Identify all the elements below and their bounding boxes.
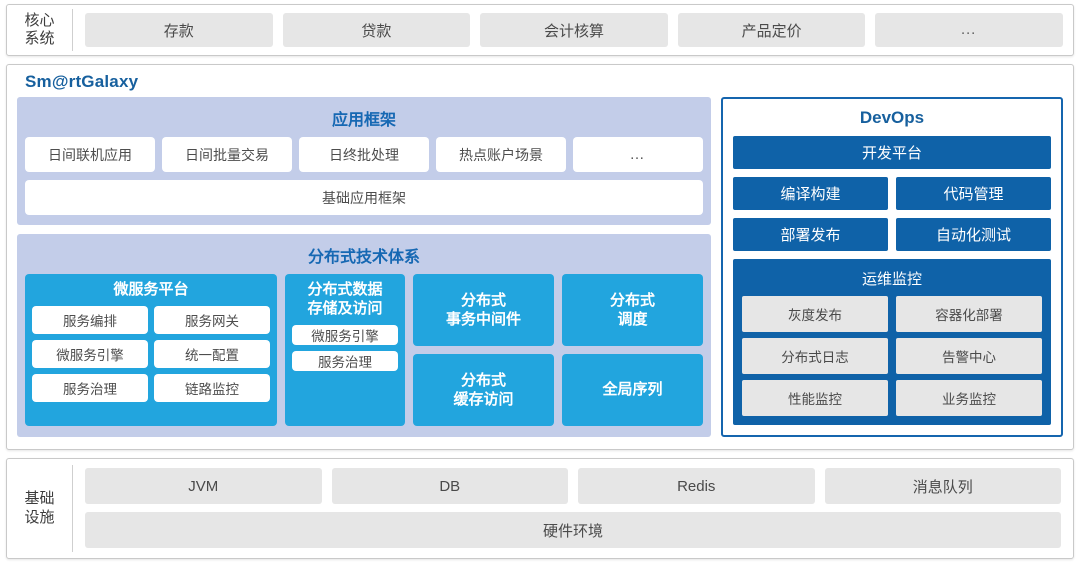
application-framework-panel: 应用框架 日间联机应用 日间批量交易 日终批处理 热点账户场景 … 基础应用框架: [17, 97, 711, 225]
ops-monitoring-row: 分布式日志 告警中心: [742, 338, 1042, 374]
core-system-item-accounting[interactable]: 会计核算: [480, 13, 668, 47]
microservice-platform-items: 服务编排 服务网关 微服务引擎 统一配置 服务治理 链路监控: [25, 305, 277, 409]
devops-column: DevOps 开发平台 编译构建 代码管理 部署发布 自动化测试 运维监控: [721, 97, 1063, 437]
tile-transaction-line1: 分布式: [460, 291, 506, 309]
microservice-platform-card[interactable]: 微服务平台 服务编排 服务网关 微服务引擎 统一配置: [25, 274, 277, 426]
micro-item-microservice-engine[interactable]: 微服务引擎: [32, 339, 148, 368]
core-system-label-line2: 系统: [24, 30, 55, 47]
devops-row: 编译构建 代码管理: [733, 177, 1051, 210]
tile-distributed-scheduling[interactable]: 分布式 调度: [562, 274, 703, 346]
distributed-tech-panel: 分布式技术体系 微服务平台 服务编排 服务网关 微服务引: [17, 234, 711, 437]
core-system-items: 存款 贷款 会计核算 产品定价 …: [73, 5, 1073, 55]
microservice-row: 服务治理 链路监控: [32, 373, 270, 402]
devops-item-build[interactable]: 编译构建: [733, 177, 888, 210]
ops-item-containerized-deploy[interactable]: 容器化部署: [896, 296, 1042, 332]
ops-item-distributed-logging[interactable]: 分布式日志: [742, 338, 888, 374]
infra-item-hardware-environment[interactable]: 硬件环境: [85, 512, 1061, 548]
app-item-daytime-batch[interactable]: 日间批量交易: [162, 137, 292, 172]
microservice-platform-title: 微服务平台: [113, 281, 189, 298]
ops-monitoring-row: 灰度发布 容器化部署: [742, 296, 1042, 332]
infrastructure-body: JVM DB Redis 消息队列 硬件环境: [73, 459, 1073, 558]
devops-item-code-management[interactable]: 代码管理: [896, 177, 1051, 210]
tile-transaction-line2: 事务中间件: [445, 311, 521, 328]
infra-item-message-queue[interactable]: 消息队列: [824, 468, 1061, 504]
devops-row: 部署发布 自动化测试: [733, 218, 1051, 251]
tile-cache-line2: 缓存访问: [453, 391, 514, 408]
infrastructure-label: 基础 设施: [7, 465, 73, 552]
micro-item-link-monitoring[interactable]: 链路监控: [154, 373, 270, 402]
distributed-tiles-row-bottom: 分布式 缓存访问 全局序列: [413, 354, 703, 426]
distributed-data-storage-title-line2: 存储及访问: [307, 299, 383, 317]
tile-global-sequence[interactable]: 全局序列: [562, 354, 703, 426]
ops-item-performance-monitoring[interactable]: 性能监控: [742, 380, 888, 416]
infra-item-redis[interactable]: Redis: [578, 468, 815, 504]
application-framework-title: 应用框架: [331, 112, 396, 129]
tile-distributed-transaction-middleware[interactable]: 分布式 事务中间件: [413, 274, 554, 346]
core-system-label-line1: 核心: [24, 11, 55, 29]
tile-global-sequence-line1: 全局序列: [602, 381, 663, 399]
infrastructure-items: JVM DB Redis 消息队列: [85, 468, 1061, 504]
distributed-data-storage-card[interactable]: 分布式数据 存储及访问 微服务引擎 服务治理: [285, 274, 405, 426]
microservice-row: 服务编排 服务网关: [32, 305, 270, 334]
core-system-label: 核心 系统: [7, 9, 73, 51]
tile-scheduling-line1: 分布式: [609, 291, 655, 309]
devops-item-deploy-release[interactable]: 部署发布: [733, 218, 888, 251]
smartgalaxy-title: Sm@rtGalaxy: [25, 72, 139, 91]
ops-item-alert-center[interactable]: 告警中心: [896, 338, 1042, 374]
tile-cache-line1: 分布式: [460, 371, 506, 389]
core-system-item-loan[interactable]: 贷款: [282, 13, 471, 47]
devops-item-automated-testing[interactable]: 自动化测试: [896, 218, 1051, 251]
infra-item-db[interactable]: DB: [331, 468, 568, 504]
infrastructure-section: 基础 设施 JVM DB Redis 消息队列 硬件环境: [6, 458, 1074, 559]
distributed-data-storage-title-line1: 分布式数据: [307, 281, 383, 298]
smartgalaxy-body: 应用框架 日间联机应用 日间批量交易 日终批处理 热点账户场景 … 基础应用框架…: [17, 97, 1063, 437]
smartgalaxy-left-column: 应用框架 日间联机应用 日间批量交易 日终批处理 热点账户场景 … 基础应用框架…: [17, 97, 711, 437]
ops-monitoring-items: 灰度发布 容器化部署 分布式日志 告警中心 性能监控 业务监控: [742, 296, 1042, 416]
data-item-service-governance[interactable]: 服务治理: [292, 350, 398, 371]
app-base-framework[interactable]: 基础应用框架: [25, 180, 703, 215]
distributed-tech-grid: 微服务平台 服务编排 服务网关 微服务引擎 统一配置: [25, 274, 703, 426]
tile-distributed-cache-access[interactable]: 分布式 缓存访问: [413, 354, 554, 426]
core-system-item-deposit[interactable]: 存款: [85, 13, 273, 47]
distributed-data-storage-items: 微服务引擎 服务治理: [285, 324, 405, 378]
core-system-item-pricing[interactable]: 产品定价: [677, 13, 866, 47]
distributed-tiles-column: 分布式 事务中间件 分布式 调度: [413, 274, 703, 426]
devops-panel: DevOps 开发平台 编译构建 代码管理 部署发布 自动化测试 运维监控: [721, 97, 1063, 437]
app-item-daytime-online[interactable]: 日间联机应用: [25, 137, 155, 172]
app-item-more[interactable]: …: [573, 137, 703, 172]
ops-monitoring-row: 性能监控 业务监控: [742, 380, 1042, 416]
ops-item-business-monitoring[interactable]: 业务监控: [896, 380, 1042, 416]
tile-scheduling-line2: 调度: [617, 311, 648, 328]
core-system-item-more[interactable]: …: [875, 13, 1063, 47]
micro-item-service-governance[interactable]: 服务治理: [32, 373, 148, 402]
distributed-tiles-row-top: 分布式 事务中间件 分布式 调度: [413, 274, 703, 346]
ops-monitoring-card: 运维监控 灰度发布 容器化部署 分布式日志 告警中心 性能监控: [733, 259, 1051, 425]
infrastructure-label-line2: 设施: [24, 508, 55, 526]
smartgalaxy-section: Sm@rtGalaxy 应用框架 日间联机应用 日间批量交易 日终批处理 热点账…: [6, 64, 1074, 450]
devops-development-platform[interactable]: 开发平台: [733, 136, 1051, 169]
devops-title: DevOps: [859, 108, 925, 127]
infra-item-jvm[interactable]: JVM: [85, 468, 322, 504]
micro-item-service-orchestration[interactable]: 服务编排: [32, 305, 148, 334]
micro-item-unified-config[interactable]: 统一配置: [154, 339, 270, 368]
micro-item-service-gateway[interactable]: 服务网关: [154, 305, 270, 334]
app-item-eod-batch[interactable]: 日终批处理: [299, 137, 429, 172]
app-item-hot-account[interactable]: 热点账户场景: [436, 137, 566, 172]
infrastructure-label-line1: 基础: [24, 490, 55, 508]
ops-item-gray-release[interactable]: 灰度发布: [742, 296, 888, 332]
data-item-microservice-engine[interactable]: 微服务引擎: [292, 324, 398, 345]
distributed-tech-title: 分布式技术体系: [307, 249, 420, 266]
ops-monitoring-title: 运维监控: [861, 271, 922, 288]
application-framework-items: 日间联机应用 日间批量交易 日终批处理 热点账户场景 …: [25, 137, 703, 172]
microservice-row: 微服务引擎 统一配置: [32, 339, 270, 368]
distributed-data-storage-title: 分布式数据 存储及访问: [285, 274, 405, 325]
core-system-section: 核心 系统 存款 贷款 会计核算 产品定价 …: [6, 4, 1074, 56]
